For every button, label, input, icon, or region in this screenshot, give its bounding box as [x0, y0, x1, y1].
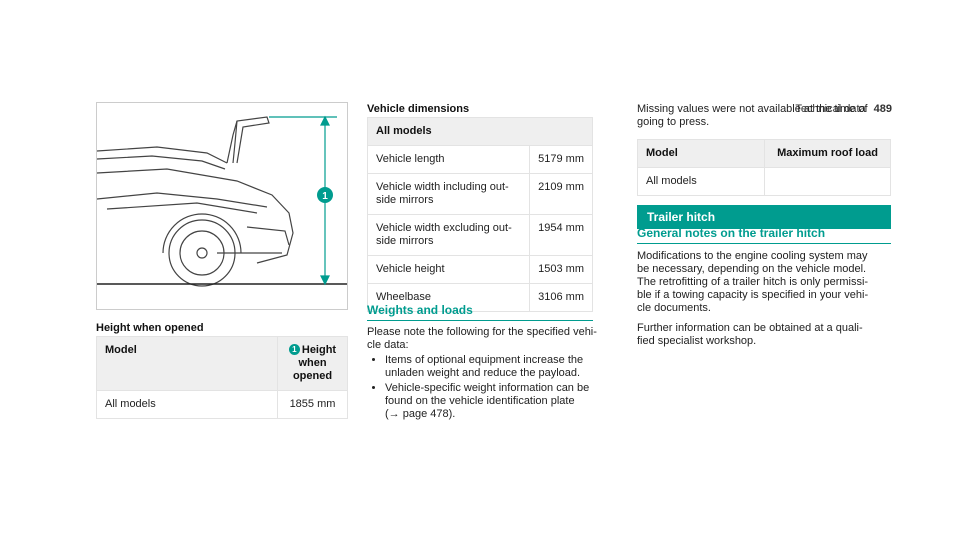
dimensions-header: All models	[367, 117, 593, 146]
col-model: Model	[637, 139, 765, 168]
row-value	[764, 167, 891, 196]
row-model: All models	[96, 390, 278, 419]
roof-load-table: Model Maximum roof load All models	[637, 139, 891, 196]
dimensions-table: All models Vehicle length 5179 mm Vehicl…	[366, 117, 593, 312]
table-row: All models 1855 mm	[96, 390, 348, 419]
height-caption: Height when opened	[96, 322, 204, 334]
table-row: Vehicle length 5179 mm	[366, 145, 593, 174]
table-header-row: Model Maximum roof load	[637, 139, 891, 168]
weights-title: Weights and loads	[367, 303, 593, 321]
page-number: 489	[873, 103, 892, 115]
dimensions-caption: Vehicle dimensions	[367, 103, 470, 115]
car-rear-illustration: 1	[97, 115, 347, 287]
table-row: Vehicle width excluding out-side mirrors…	[366, 214, 593, 256]
table-header-row: All models	[367, 117, 593, 146]
list-item: Vehicle-specific weight information can …	[385, 382, 597, 421]
page-header: Technical data 489	[795, 103, 892, 115]
table-row: Wheelbase 3106 mm	[366, 283, 593, 312]
trailer-hitch-band: Trailer hitch	[637, 205, 891, 229]
weights-text: Please note the following for the specif…	[367, 326, 597, 423]
trunk-height-figure: 1	[96, 102, 348, 310]
missing-values-note: Missing values were not available at the…	[637, 103, 868, 128]
section-name: Technical data	[795, 103, 866, 115]
col-model: Model	[96, 336, 278, 391]
col-roof-load: Maximum roof load	[764, 139, 891, 168]
table-row: All models	[637, 167, 891, 196]
row-value: 1855 mm	[277, 390, 348, 419]
callout-badge: 1	[288, 344, 300, 355]
table-row: Vehicle width including out-side mirrors…	[366, 173, 593, 215]
row-model: All models	[637, 167, 765, 196]
trailer-text: Modifications to the engine cooling syst…	[637, 250, 869, 347]
list-item: Items of optional equipment increase the…	[385, 354, 597, 380]
table-row: Vehicle height 1503 mm	[366, 255, 593, 284]
weights-list: Items of optional equipment increase the…	[367, 354, 597, 421]
callout-badge	[317, 187, 333, 203]
trailer-subtitle: General notes on the trailer hitch	[637, 226, 891, 244]
callout-number: 1	[322, 191, 328, 202]
